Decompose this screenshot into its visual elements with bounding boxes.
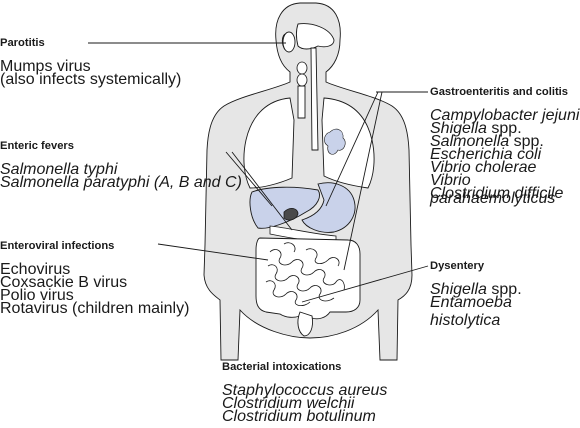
enteric-line: Salmonella paratyphi (A, B and C) bbox=[0, 174, 242, 191]
trachea bbox=[297, 85, 306, 119]
esophagus bbox=[310, 47, 319, 151]
gastro-line: Clostridium difficile bbox=[430, 185, 564, 202]
gastro-title: Gastroenteritis and colitis bbox=[430, 86, 569, 98]
parotitis-title: Parotitis bbox=[0, 37, 45, 49]
bacterial-block: Bacterial intoxications Staphylococcus a… bbox=[222, 361, 388, 425]
parotitis-line: (also infects systemically) bbox=[0, 71, 182, 88]
leader-enteric-gut bbox=[231, 151, 293, 231]
gastro-block: Gastroenteritis and colitis Campylobacte… bbox=[430, 86, 580, 207]
leader-dysentery bbox=[301, 265, 429, 303]
small-intestine bbox=[265, 242, 345, 306]
enteric-line: Salmonella typhi bbox=[0, 161, 118, 178]
gastro-line: Vibrio cholerae bbox=[430, 159, 537, 176]
oral-cavity bbox=[296, 23, 335, 50]
enteroviral-line: Polio virus bbox=[0, 287, 74, 304]
enteric-block: Enteric fevers Salmonella typhi Salmonel… bbox=[0, 140, 242, 191]
rectum bbox=[297, 311, 313, 337]
stomach bbox=[301, 182, 356, 233]
dysentery-block: Dysentery Shigella spp. Entamoeba histol… bbox=[430, 260, 580, 329]
dysentery-line: Entamoeba histolytica bbox=[430, 294, 512, 329]
leader-lines bbox=[88, 42, 429, 303]
dysentery-title: Dysentery bbox=[430, 260, 485, 272]
parotitis-line: Mumps virus bbox=[0, 58, 91, 75]
gallbladder bbox=[283, 208, 299, 221]
parotitis-block: Parotitis Mumps virus (also infects syst… bbox=[0, 37, 182, 88]
gastro-line: Salmonella spp. bbox=[430, 133, 544, 150]
dysentery-line: Shigella spp. bbox=[430, 281, 522, 298]
gastro-line: Shigella spp. bbox=[430, 120, 522, 137]
leader-gastro-2 bbox=[343, 91, 383, 271]
enteric-title: Enteric fevers bbox=[0, 140, 75, 152]
enteroviral-block: Enteroviral infections Echovirus Coxsack… bbox=[0, 240, 190, 317]
salivary-gland-upper bbox=[296, 61, 308, 75]
enteroviral-title: Enteroviral infections bbox=[0, 240, 115, 252]
enteroviral-line: Echovirus bbox=[0, 261, 71, 278]
bacterial-title: Bacterial intoxications bbox=[222, 361, 342, 373]
enteroviral-line: Coxsackie B virus bbox=[0, 274, 128, 291]
lung-left bbox=[243, 97, 295, 189]
gastro-line: Escherichia coli bbox=[430, 146, 542, 163]
bacterial-line: Clostridium welchii bbox=[222, 395, 355, 412]
leader-enteroviral bbox=[157, 243, 269, 261]
leader-enteric-liver bbox=[225, 151, 273, 207]
lung-right bbox=[321, 97, 375, 189]
parotid-gland bbox=[282, 31, 296, 53]
colon bbox=[255, 237, 361, 320]
bacterial-line: Staphylococcus aureus bbox=[222, 382, 388, 399]
gastro-line: Vibrio parahaemolyticus bbox=[430, 172, 556, 207]
leader-gastro-1 bbox=[325, 91, 379, 207]
lung-lesion bbox=[324, 128, 346, 155]
bacterial-line: Clostridium botulinum bbox=[222, 408, 376, 425]
salivary-gland-lower bbox=[296, 73, 308, 87]
enteroviral-line: Rotavirus (children mainly) bbox=[0, 300, 190, 317]
gastro-line: Campylobacter jejuni bbox=[430, 107, 580, 124]
